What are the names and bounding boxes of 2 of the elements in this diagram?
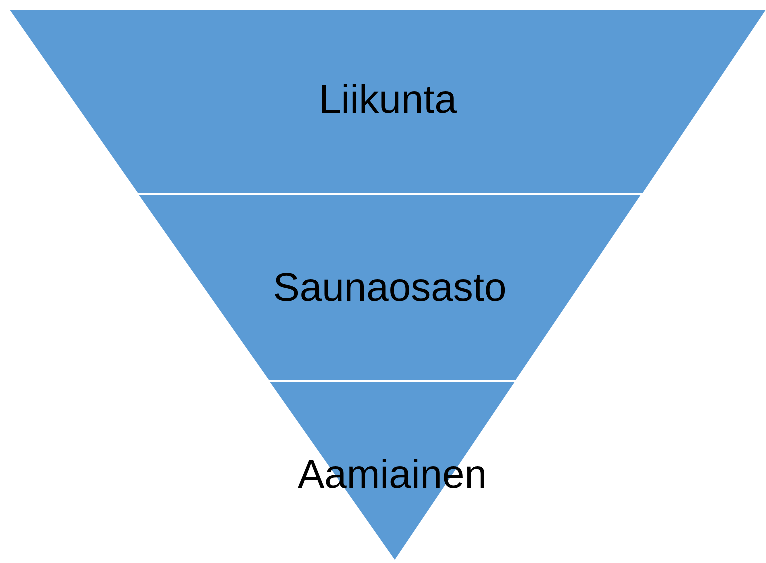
band-label: Liikunta	[319, 80, 457, 120]
band-label: Saunaosasto	[273, 268, 507, 308]
